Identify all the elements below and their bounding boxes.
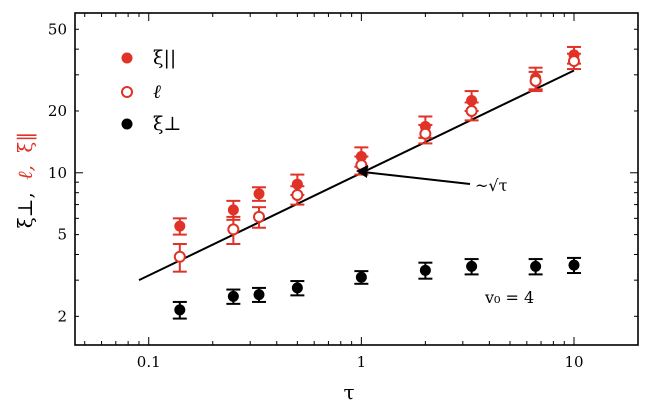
data-point-2 <box>566 256 581 275</box>
y-axis-title: ξ⊥, ℓ, ξ‖ <box>13 132 38 229</box>
annotation-arrowhead <box>356 165 368 178</box>
marker <box>174 220 186 232</box>
data-point-0 <box>226 199 241 221</box>
annotation-sqrt-tau-label: ~√τ <box>475 176 508 195</box>
data-point-1 <box>251 206 266 229</box>
data-point-2 <box>354 270 369 285</box>
legend-marker-xi-parallel <box>121 52 133 64</box>
data-point-2 <box>418 261 433 280</box>
data-markers <box>172 45 581 320</box>
data-point-1 <box>528 70 543 93</box>
marker <box>253 289 265 301</box>
marker <box>466 260 478 272</box>
data-point-0 <box>172 217 187 236</box>
data-point-2 <box>464 258 479 276</box>
y-axis-title-ell: ℓ, <box>13 165 37 180</box>
legend-label-xi-perp: ξ⊥ <box>153 113 181 135</box>
marker <box>174 304 186 316</box>
data-point-1 <box>566 52 581 71</box>
annotation-sqrt-tau: ~√τ <box>356 165 508 195</box>
marker <box>227 290 239 302</box>
legend: ξ|| ℓ ξ⊥ <box>121 47 181 135</box>
marker <box>530 260 542 272</box>
marker <box>567 55 580 68</box>
marker <box>465 104 478 117</box>
data-point-1 <box>418 123 433 145</box>
data-point-1 <box>290 185 305 206</box>
legend-marker-xi-perp <box>121 118 133 130</box>
data-point-1 <box>464 101 479 122</box>
x-tick-label: 1 <box>357 353 367 371</box>
data-point-2 <box>290 280 305 297</box>
tick-labels: 0.1 1 10 2 5 10 20 50 <box>48 20 584 371</box>
y-tick-label: 50 <box>48 20 67 38</box>
y-tick-label: 5 <box>57 226 67 244</box>
marker <box>291 282 303 294</box>
annotation-v0: v₀ = 4 <box>484 288 534 307</box>
data-point-1 <box>226 215 241 246</box>
legend-label-ell: ℓ <box>153 81 161 103</box>
marker <box>252 210 265 223</box>
y-axis-title-xi-parallel: ξ‖ <box>13 132 38 153</box>
legend-marker-ell <box>121 86 133 98</box>
marker <box>227 204 239 216</box>
x-axis-title: τ <box>343 380 354 404</box>
marker <box>355 271 367 283</box>
data-point-2 <box>528 258 543 276</box>
marker <box>568 259 580 271</box>
data-point-2 <box>251 286 266 303</box>
marker <box>227 223 240 236</box>
marker <box>253 188 265 200</box>
y-tick-label: 10 <box>48 164 67 182</box>
x-tick-label: 10 <box>564 353 583 371</box>
data-point-2 <box>172 300 187 320</box>
marker <box>529 74 542 87</box>
marker <box>173 250 186 263</box>
plot-frame <box>74 12 639 346</box>
legend-label-xi-parallel: ξ|| <box>153 47 176 69</box>
marker <box>419 264 431 276</box>
data-point-1 <box>172 243 187 273</box>
annotation-arrow <box>362 171 471 185</box>
y-tick-label: 20 <box>48 102 67 120</box>
y-tick-label: 2 <box>57 307 67 325</box>
data-point-2 <box>226 288 241 305</box>
marker <box>419 127 432 140</box>
marker <box>291 188 304 201</box>
x-tick-label: 0.1 <box>137 353 161 371</box>
y-axis-title-xi-perp: ξ⊥, <box>13 192 37 228</box>
data-point-0 <box>251 186 266 202</box>
